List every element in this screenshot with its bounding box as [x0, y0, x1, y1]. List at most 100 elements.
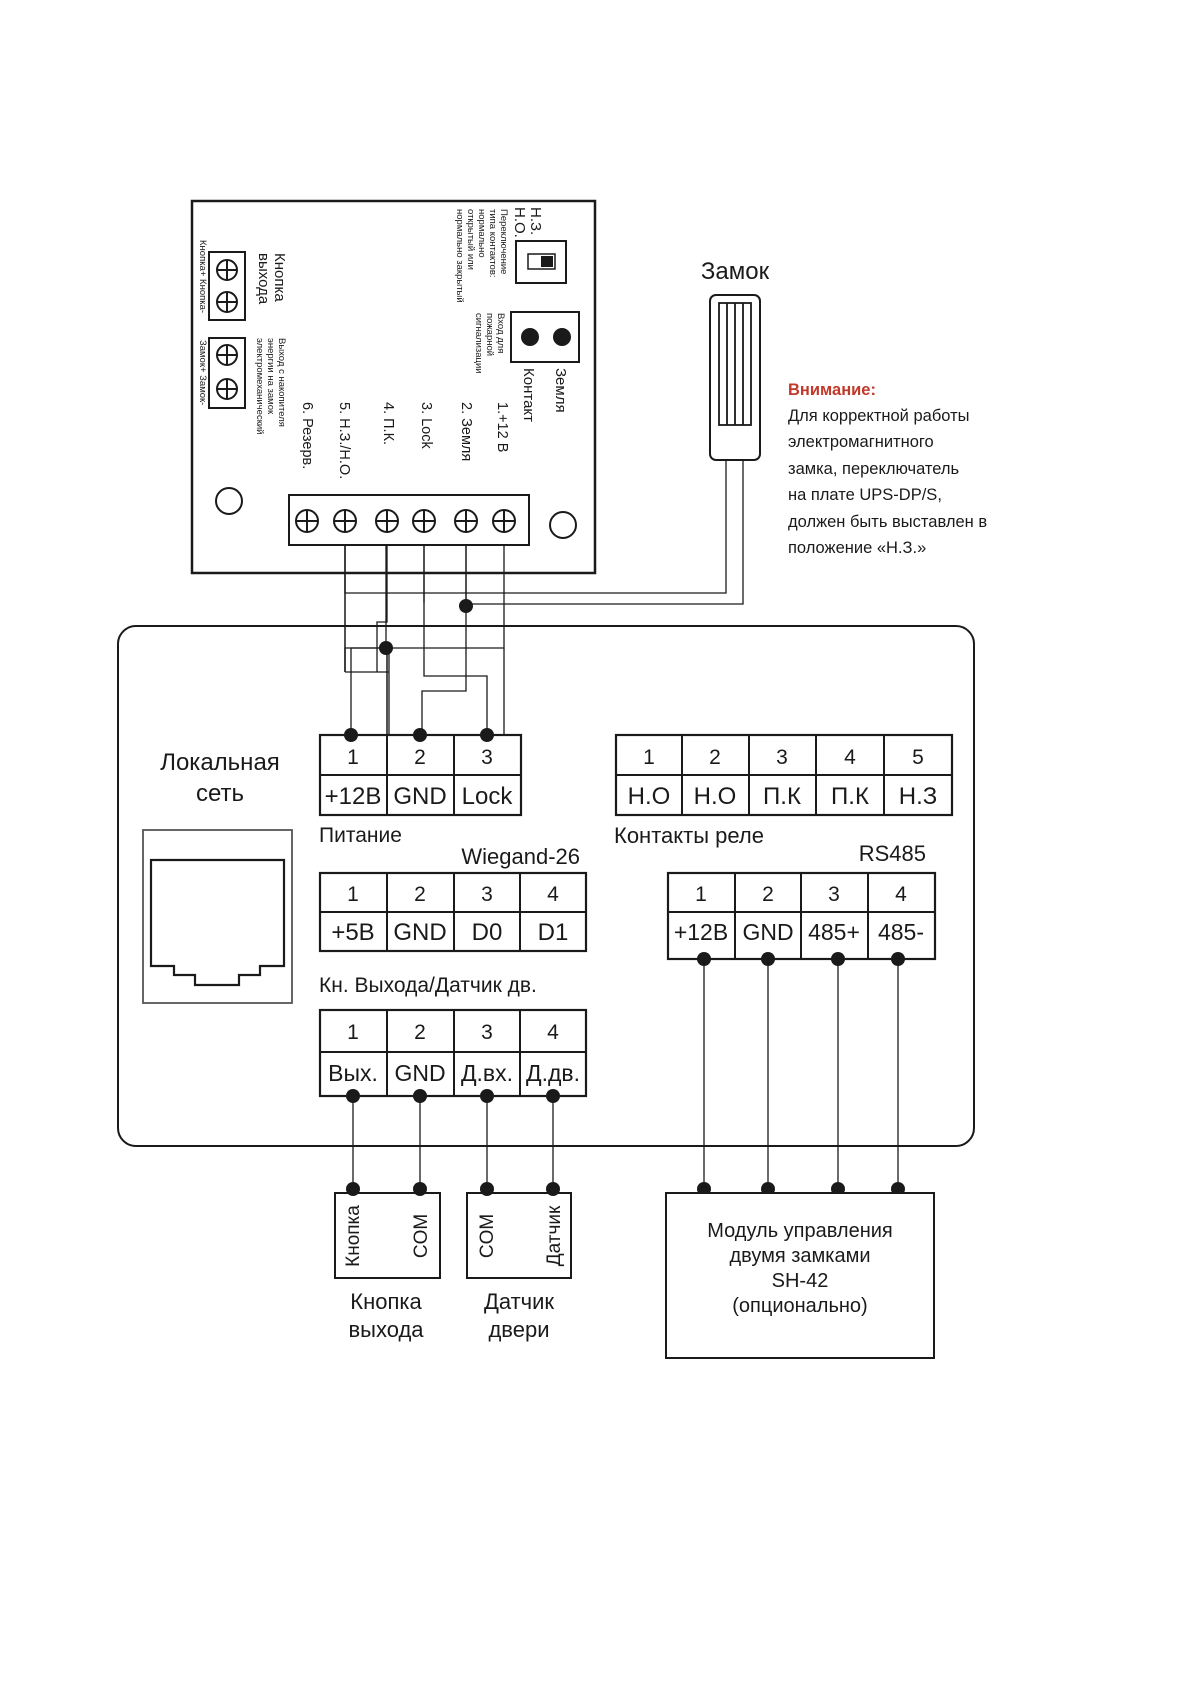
terminal-label-6: 6. Резерв. [299, 402, 315, 469]
switch-desc-line-2: типа контактов: [487, 209, 498, 278]
terminal-label-1: 1.+12 В [494, 402, 510, 452]
relay-number-4: 4 [844, 746, 856, 769]
exit-sensor-label-ddv: Д.дв. [526, 1060, 580, 1086]
switch-label-no: Н.О. [511, 207, 528, 238]
relay-number-1: 1 [643, 746, 655, 769]
relay-caption: Контакты реле [614, 823, 764, 848]
warning-note: Внимание: Для корректной работы электром… [788, 381, 987, 557]
mode-switch-knob [541, 256, 553, 267]
door-sensor-pin-sensor: Датчик [544, 1205, 565, 1266]
wire-gnd [421, 606, 467, 735]
wiegand-terminal-block: Wiegand-26 1 2 3 4 +5В GND D0 D1 [318, 844, 588, 953]
wiegand-number-4: 4 [547, 883, 559, 906]
exit-sensor-number-1: 1 [347, 1021, 359, 1044]
warning-line-6: положение «Н.З.» [788, 539, 926, 557]
exit-sensor-label-gnd: GND [394, 1060, 445, 1086]
switch-desc-line-4: открытый или [465, 209, 476, 270]
terminal-label-3: 3. Lock [418, 402, 434, 449]
screw-icon [216, 344, 238, 366]
wire-12v [350, 545, 387, 735]
terminal-label-2: 2. Земля [458, 402, 474, 461]
door-sensor-pin-com: COM [477, 1214, 498, 1258]
relay-label-5: Н.З [899, 783, 938, 810]
exit-sensor-label-din: Д.вх. [461, 1060, 513, 1086]
warning-line-4: на плате UPS-DP/S, [788, 486, 942, 504]
fire-terminal-contact-label: Контакт [520, 368, 537, 422]
power-label-12v: +12В [325, 783, 382, 810]
screw-icon [333, 509, 357, 533]
power-caption: Питание [319, 824, 402, 847]
fire-desc-line-3: сигнализации [473, 313, 484, 374]
junction-dot [379, 641, 393, 655]
sh42-line-4: (опционально) [732, 1295, 867, 1317]
connection-dot [413, 1182, 427, 1196]
fire-terminal-ground-label: Земля [552, 368, 569, 413]
screw-icon [492, 509, 516, 533]
switch-label-nc: Н.З. [527, 207, 544, 235]
relay-label-2: Н.О [694, 783, 737, 810]
exit-button-caption-line-1: Кнопка [350, 1289, 422, 1314]
door-sensor-caption-line-1: Датчик [484, 1289, 554, 1314]
sh42-line-3: SH-42 [772, 1270, 829, 1292]
rs485-label-485p: 485+ [808, 919, 860, 945]
power-number-1: 1 [347, 746, 359, 769]
power-terminal-block: 1 2 3 +12В GND Lock Питание [318, 728, 523, 847]
electromagnetic-lock: Замок [344, 258, 770, 605]
sh42-line-2: двумя замками [729, 1245, 870, 1267]
rs485-terminal-block: RS485 1 2 3 4 +12В GND 485+ 485- [666, 841, 937, 966]
relay-number-5: 5 [912, 746, 924, 769]
sh42-line-1: Модуль управления [707, 1220, 893, 1242]
terminal-label-5: 5. Н.З./Н.О. [336, 402, 352, 479]
wiegand-label-d0: D0 [472, 919, 503, 946]
warning-title: Внимание: [788, 381, 876, 399]
switch-desc-line-3: нормально [476, 209, 487, 258]
warning-line-5: должен быть выставлен в [788, 513, 987, 531]
door-sensor-device: COM Датчик Датчик двери [466, 1182, 572, 1342]
wiegand-label-d1: D1 [538, 919, 569, 946]
screw-icon [216, 291, 238, 313]
exit-button-title-line-2: выхода [255, 253, 272, 305]
rs485-label-12v: +12В [674, 919, 728, 945]
rs485-label-gnd: GND [742, 919, 793, 945]
main-terminal-block [288, 494, 530, 546]
screw-icon [216, 378, 238, 400]
rs485-number-4: 4 [895, 883, 907, 906]
sh42-module-box [665, 1192, 935, 1359]
rs485-number-2: 2 [762, 883, 774, 906]
warning-line-3: замка, переключатель [788, 460, 959, 478]
wire-lock [423, 545, 488, 735]
relay-number-3: 3 [776, 746, 788, 769]
lan-title-line-2: сеть [196, 780, 244, 807]
fire-input-contact [521, 328, 539, 346]
fire-desc-line-1: Вход для [495, 313, 506, 353]
warning-line-1: Для корректной работы [788, 407, 970, 425]
door-sensor-caption-line-2: двери [488, 1317, 549, 1342]
rs485-number-1: 1 [695, 883, 707, 906]
exit-button-caption-line-2: выхода [348, 1317, 424, 1342]
power-label-gnd: GND [393, 783, 446, 810]
exit-button-title-line-1: Кнопка [271, 253, 288, 302]
rj45-port-icon [142, 829, 293, 1004]
exit-button-terminals-label: Кнопка+ Кнопка- [197, 240, 208, 313]
lock-out-desc-line-2: энергии на замок [265, 338, 276, 415]
switch-desc-line-5: нормально закрытый [454, 209, 465, 303]
wiegand-label-gnd: GND [393, 919, 446, 946]
terminal-label-4: 4. П.К. [380, 402, 396, 445]
connection-dot [480, 728, 494, 742]
exit-sensor-number-2: 2 [414, 1021, 426, 1044]
screw-icon [454, 509, 478, 533]
exit-button-pin-com: COM [411, 1214, 432, 1258]
exit-sensor-label-out: Вых. [328, 1060, 378, 1086]
lock-out-desc-line-3: электромеханический [254, 338, 265, 434]
screw-icon [295, 509, 319, 533]
relay-terminal-block: 1 2 3 4 5 Н.О Н.О П.К П.К Н.З Контакты р… [614, 733, 954, 848]
power-number-2: 2 [414, 746, 426, 769]
mounting-hole [549, 511, 577, 539]
connection-dot [546, 1182, 560, 1196]
exit-button-device: Кнопка COM Кнопка выхода [334, 1182, 441, 1342]
exit-sensor-number-4: 4 [547, 1021, 559, 1044]
lock-title: Замок [701, 258, 770, 285]
lock-out-terminals-label: Замок+ Замок- [197, 340, 208, 405]
connection-dot [413, 728, 427, 742]
